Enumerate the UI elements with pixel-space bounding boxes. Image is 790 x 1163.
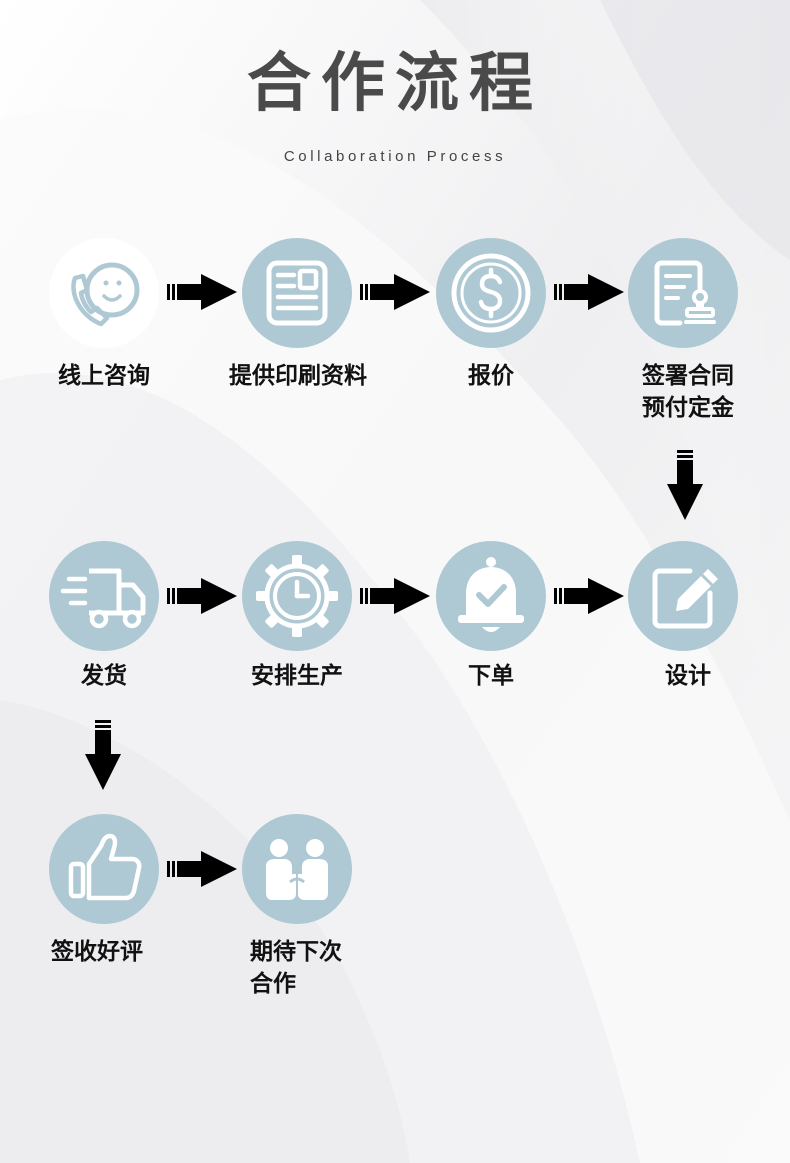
page-title: 合作流程: [247, 47, 543, 121]
step-online-consult-label: 线上咨询: [58, 363, 150, 389]
thumbs-up-icon: [68, 833, 142, 901]
edit-pencil-icon: [652, 568, 718, 629]
step-next-cooperation-label-line1: 期待下次: [250, 939, 342, 965]
delivery-truck-icon: [60, 568, 146, 629]
step-order-label: 下单: [468, 663, 514, 689]
step-receive-review-label: 签收好评: [51, 939, 143, 965]
bell-check-icon: [458, 557, 524, 632]
step-quote-label: 报价: [468, 363, 514, 389]
step-provide-materials: [242, 238, 352, 348]
step-delivery: [49, 541, 159, 651]
step-next-cooperation-label: 期待下次 合作: [250, 936, 342, 1000]
arrow-right-7: [167, 851, 237, 887]
step-production: [242, 541, 352, 651]
page-subtitle: Collaboration Process: [283, 148, 507, 165]
step-sign-contract: [628, 238, 738, 348]
handshake-people-icon: [266, 839, 328, 900]
step-next-cooperation-label-line2: 合作: [250, 971, 296, 997]
arrow-right-2: [360, 274, 430, 310]
step-sign-contract-label-line2: 预付定金: [642, 395, 734, 421]
arrow-right-5: [360, 578, 430, 614]
arrow-down-2: [85, 720, 121, 790]
step-design-label: 设计: [665, 663, 711, 689]
step-online-consult: [49, 238, 159, 348]
step-sign-contract-label: 签署合同 预付定金: [613, 360, 763, 424]
step-provide-materials-label: 提供印刷资料: [229, 363, 367, 389]
document-icon: [266, 260, 328, 326]
arrow-down-1: [667, 450, 703, 520]
step-delivery-label: 发货: [81, 663, 127, 689]
phone-chat-icon: [71, 262, 140, 327]
arrow-right-3: [554, 274, 624, 310]
step-production-label: 安排生产: [251, 663, 343, 689]
arrow-right-6: [554, 578, 624, 614]
step-design: [628, 541, 738, 651]
step-receive-review: [49, 814, 159, 924]
step-order: [436, 541, 546, 651]
dollar-coin-icon: [451, 253, 531, 333]
gear-clock-icon: [256, 555, 338, 637]
step-quote: [436, 238, 546, 348]
step-sign-contract-label-line1: 签署合同: [642, 363, 734, 389]
contract-stamp-icon: [654, 260, 716, 326]
arrow-right-1: [167, 274, 237, 310]
step-next-cooperation: [242, 814, 352, 924]
arrow-right-4: [167, 578, 237, 614]
